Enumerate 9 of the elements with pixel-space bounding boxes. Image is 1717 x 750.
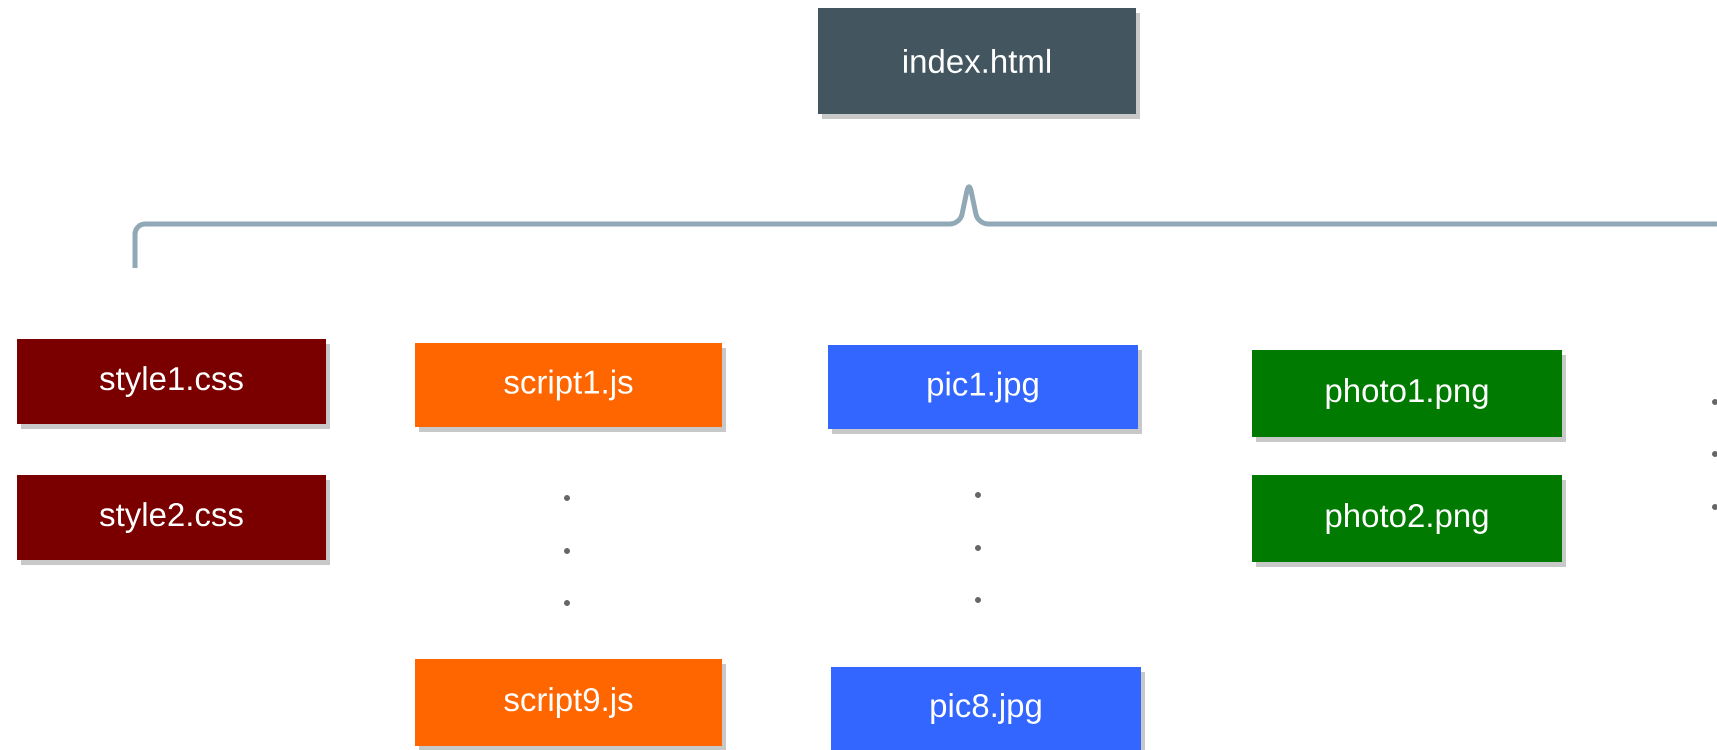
file-box: style1.css [17,339,330,429]
file-box: pic8.jpg [831,667,1145,750]
file-box: photo1.png [1252,350,1566,442]
file-box: style2.css [17,475,330,565]
file-box: index.html [818,8,1140,119]
file-box: script9.js [415,659,726,750]
file-box: photo2.png [1252,475,1566,567]
file-box: script1.js [415,343,726,432]
file-box: pic1.jpg [828,345,1142,434]
